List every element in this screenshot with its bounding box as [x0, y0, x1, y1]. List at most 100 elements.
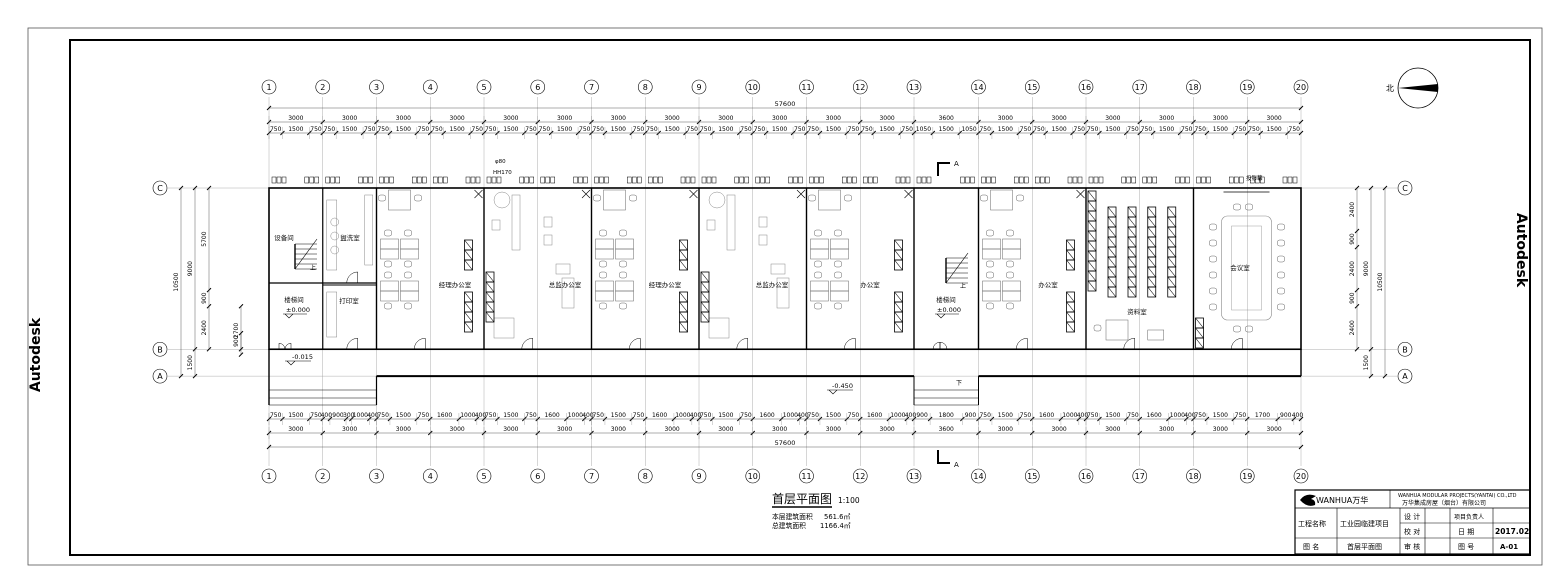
axis-bubble: [1397, 341, 1413, 357]
desk-icon: [400, 280, 419, 292]
dimension-sub-bottom: 900: [916, 412, 928, 419]
axis-label-14: 14: [973, 83, 983, 92]
date-value: 2017.02: [1495, 527, 1529, 536]
shelf-icon: [1167, 286, 1176, 298]
dimension-left-inner: 900: [201, 292, 208, 304]
axis-bubble: [1132, 468, 1148, 484]
window-icon: [438, 176, 443, 184]
door-icon: [284, 342, 292, 350]
shelf-icon: [894, 249, 903, 261]
chair-icon: [1016, 194, 1024, 202]
shelf-icon: [464, 249, 473, 261]
dimension-sub-bottom: 400: [1077, 412, 1089, 419]
desk-icon: [615, 248, 634, 260]
dimension-sub-bottom: 1000: [1062, 412, 1077, 419]
fire-extinguisher-icon: [474, 189, 483, 199]
dimension-sub-bottom: 400: [797, 412, 809, 419]
dimension-bay-bottom: 3000: [342, 426, 357, 433]
window-icon: [604, 176, 609, 184]
desk-icon: [1002, 248, 1021, 260]
armchair-icon: [758, 216, 768, 228]
chair-icon: [1006, 271, 1014, 279]
axis-bubble: [799, 468, 814, 484]
dimension-sub-top: 1500: [396, 126, 411, 133]
shelf-icon: [1107, 276, 1117, 288]
axis-bubble: [369, 79, 384, 95]
chair-icon: [404, 260, 412, 268]
chair-icon: [599, 302, 607, 310]
dimension-bay-bottom: 3000: [611, 426, 626, 433]
chair-icon: [986, 260, 994, 268]
drawing-title-text: 首层平面图: [772, 492, 832, 506]
dimension-total-bottom: 57600: [775, 439, 796, 447]
window-icon: [529, 176, 534, 184]
dimension-left-mid: 1500: [187, 355, 194, 370]
dimension-sub-top: 1500: [664, 126, 679, 133]
window-icon: [809, 176, 814, 184]
room-equipment: 设备间: [274, 233, 294, 242]
dimension-sub-bottom: 1600: [867, 412, 882, 419]
fire-extinguisher-icon: [796, 189, 806, 199]
shelf-icon: [1127, 216, 1137, 228]
window-icon: [309, 176, 314, 184]
elevation-marker: [283, 313, 307, 319]
shelf-icon: [1087, 200, 1097, 212]
axis-label-2: 2: [320, 83, 325, 92]
window-icon: [706, 176, 712, 184]
desk-icon: [990, 189, 1013, 211]
shelf-icon: [1107, 226, 1117, 238]
window-icon: [281, 176, 287, 184]
chair-icon: [629, 194, 637, 202]
chair-icon: [834, 260, 842, 268]
dimension-sub-bottom: 750: [633, 412, 645, 419]
axis-bubble: [530, 468, 546, 484]
chair-icon: [599, 271, 607, 279]
desk-icon: [982, 238, 1001, 250]
shelf-icon: [464, 311, 473, 323]
section-mark-bottom: [937, 450, 950, 464]
sheet-outer-border: [27, 27, 1543, 566]
meeting-table-inner: [1231, 225, 1262, 311]
shelf-icon: [464, 291, 473, 303]
window-icon: [734, 176, 739, 184]
dimension-bay-bottom: 3600: [939, 426, 954, 433]
dimension-bay-top: 3000: [503, 115, 518, 122]
window-icon: [389, 176, 394, 184]
axis-bubble: [971, 79, 986, 95]
axis-label-18: 18: [1188, 83, 1198, 92]
armchair-icon: [543, 234, 553, 246]
watermark-right: Autodesk: [1513, 213, 1529, 288]
desk-icon: [726, 194, 736, 251]
copier-icon: [1147, 329, 1164, 341]
window-icon: [1067, 176, 1073, 184]
desk-icon: [400, 248, 419, 260]
shelf-icon: [679, 259, 688, 271]
shelf-icon: [1167, 216, 1176, 228]
axis-label-13: 13: [909, 83, 919, 92]
dimension-sub-top: 750: [687, 126, 699, 133]
dimension-bay-top: 3000: [1105, 115, 1120, 122]
axis-bubble: [530, 79, 546, 95]
north-label: 北: [1386, 84, 1394, 93]
dimension-bay-top: 3000: [1213, 115, 1228, 122]
axis-label-6: 6: [535, 472, 540, 481]
desk-icon: [380, 280, 399, 292]
dimension-sub-bottom: 750: [1235, 412, 1247, 419]
armchair-icon: [543, 216, 553, 228]
stair-up-mid: 上: [960, 282, 966, 290]
axis-bubble: [1024, 468, 1040, 484]
shelf-icon: [464, 321, 473, 333]
drawing-frame: [69, 39, 1531, 556]
window-icon: [599, 176, 604, 184]
shelf-icon: [1107, 256, 1117, 268]
axis-label-19: 19: [1242, 472, 1252, 481]
window-icon: [847, 176, 852, 184]
dimension-right-inner: 900: [1349, 292, 1356, 304]
window-icon: [680, 176, 686, 184]
dimension-sub-bottom: 750: [485, 412, 497, 419]
shelf-icon: [1167, 206, 1176, 218]
shelf-icon: [1127, 276, 1137, 288]
shelf-icon: [894, 291, 903, 303]
chair-icon: [384, 302, 392, 310]
section-mark-top: [937, 162, 950, 176]
